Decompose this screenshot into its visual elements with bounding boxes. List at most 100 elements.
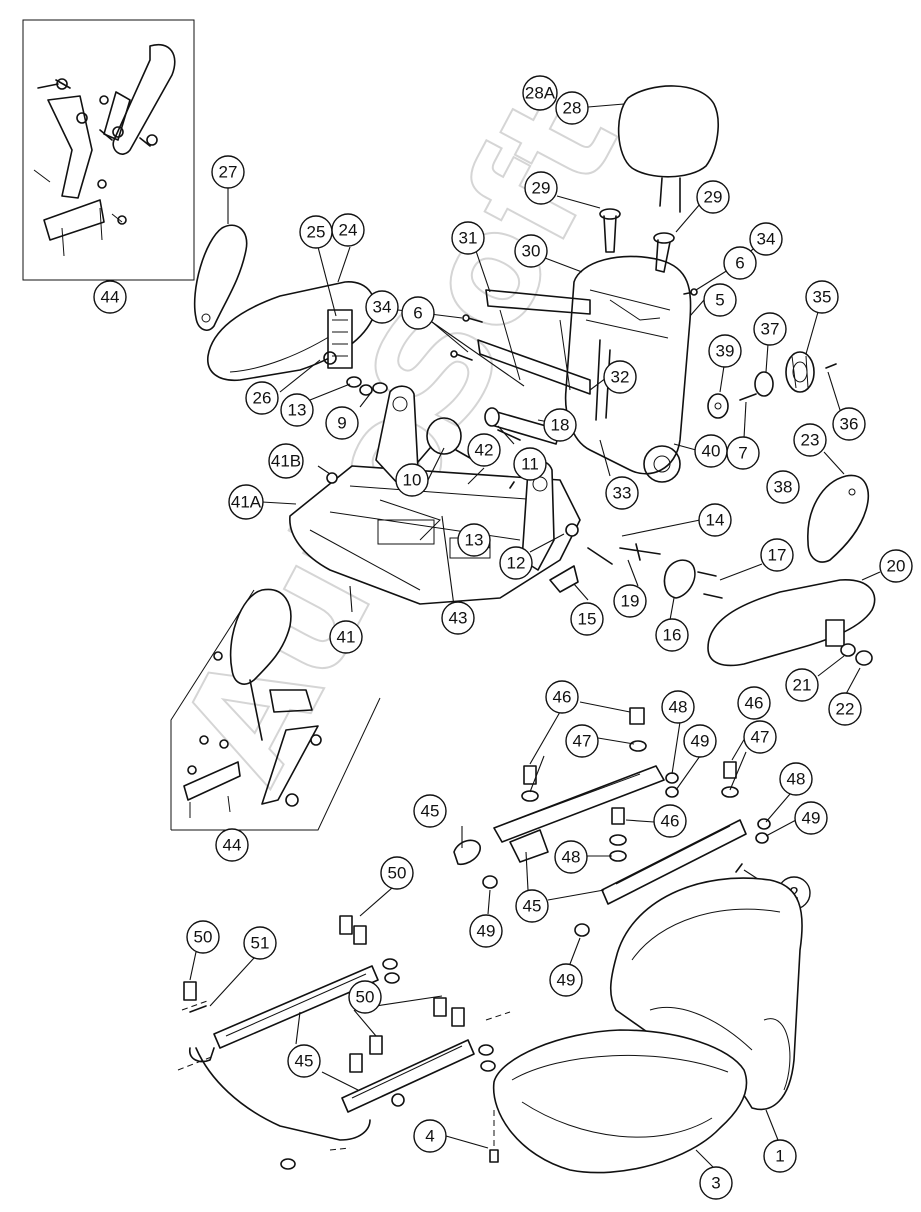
callout-30: 30 <box>514 234 548 268</box>
callout-label: 28 <box>563 99 582 118</box>
callout-label: 34 <box>373 298 392 317</box>
callout-50-top: 50 <box>380 856 414 890</box>
rail-bolts-washers <box>482 707 771 937</box>
callout-4: 4 <box>413 1119 447 1153</box>
callout-6-right: 6 <box>723 246 757 280</box>
callout-28: 28 <box>555 91 589 125</box>
callout-47-top: 47 <box>565 724 599 758</box>
callout-label: 47 <box>573 732 592 751</box>
callout-50-mid: 50 <box>348 980 382 1014</box>
callout-23: 23 <box>793 423 827 457</box>
left-armrest-bracket <box>323 309 353 369</box>
seat-cushion <box>492 1029 748 1174</box>
recline-nut <box>754 371 774 397</box>
callout-label: 41A <box>231 493 262 512</box>
callout-label: 50 <box>356 988 375 1007</box>
callout-label: 44 <box>101 288 120 307</box>
callout-43: 43 <box>441 601 475 635</box>
callout-44-inset-lower: 44 <box>215 828 249 862</box>
callout-18: 18 <box>543 408 577 442</box>
callout-label: 46 <box>661 812 680 831</box>
callout-label: 31 <box>459 229 478 248</box>
callout-45-mid: 45 <box>413 794 447 828</box>
callout-34-left: 34 <box>365 290 399 324</box>
callout-3: 3 <box>699 1166 733 1200</box>
callout-label: 42 <box>475 441 494 460</box>
callout-label: 11 <box>521 455 539 474</box>
callout-label: 25 <box>307 223 326 242</box>
callout-label: 27 <box>219 163 238 182</box>
callout-label: 48 <box>787 770 806 789</box>
callout-19: 19 <box>613 584 647 618</box>
callout-46-right: 46 <box>737 686 771 720</box>
seat-pan-left-pivot-plate <box>375 385 419 487</box>
callout-33: 33 <box>605 476 639 510</box>
callout-46-top: 46 <box>545 680 579 714</box>
callout-10: 10 <box>395 463 429 497</box>
callout-49-right: 49 <box>794 801 828 835</box>
callout-label: 9 <box>337 414 346 433</box>
callout-label: 3 <box>711 1174 720 1193</box>
upper-slide-rail-right <box>601 819 747 905</box>
callout-label: 16 <box>663 626 682 645</box>
callout-35: 35 <box>805 280 839 314</box>
callout-31: 31 <box>451 221 485 255</box>
callout-label: 7 <box>738 444 747 463</box>
callout-label: 37 <box>761 320 780 339</box>
callout-label: 23 <box>801 431 820 450</box>
callout-label: 43 <box>449 609 468 628</box>
callout-6-left: 6 <box>401 296 435 330</box>
callout-label: 39 <box>716 342 735 361</box>
callout-48-right: 48 <box>779 762 813 796</box>
callout-label: 47 <box>751 728 770 747</box>
upper-slide-rail-left <box>493 765 665 863</box>
callout-29-left: 29 <box>524 171 558 205</box>
right-armrest-cover <box>807 474 870 563</box>
callout-label: 40 <box>702 442 721 461</box>
callout-label: 24 <box>339 221 358 240</box>
callout-label: 30 <box>522 242 541 261</box>
callout-39: 39 <box>708 334 742 368</box>
backrest-side-bracket <box>477 289 591 395</box>
pivot-shaft <box>484 407 561 445</box>
lower-rail-bolts <box>183 915 496 1170</box>
lower-rail-frame <box>177 965 511 1151</box>
callout-label: 19 <box>621 592 640 611</box>
callout-label: 5 <box>715 291 724 310</box>
callout-11: 11 <box>513 447 547 481</box>
callout-label: 6 <box>413 304 422 323</box>
recline-cam <box>707 393 729 419</box>
callout-label: 14 <box>706 511 725 530</box>
callout-14: 14 <box>698 503 732 537</box>
callout-label: 18 <box>551 416 570 435</box>
callout-38: 38 <box>766 470 800 504</box>
callout-42: 42 <box>467 433 501 467</box>
callout-21: 21 <box>785 668 819 702</box>
callout-label: 21 <box>793 676 812 695</box>
callout-47-right: 47 <box>743 720 777 754</box>
callout-5: 5 <box>703 283 737 317</box>
inset-box-armrest-mount <box>22 19 195 281</box>
backrest-frame <box>564 255 692 483</box>
callout-label: 49 <box>477 922 496 941</box>
callout-9: 9 <box>325 406 359 440</box>
callout-46-mid: 46 <box>653 804 687 838</box>
callout-label: 13 <box>288 401 307 420</box>
cushion-screw <box>489 1110 499 1163</box>
callout-label: 12 <box>507 554 526 573</box>
callout-label: 36 <box>840 415 859 434</box>
callout-41a: 41A <box>228 484 264 520</box>
callout-label: 15 <box>578 610 597 629</box>
callout-37: 37 <box>753 312 787 346</box>
backrest-screws <box>450 288 698 361</box>
callout-12: 12 <box>499 546 533 580</box>
callout-50-left: 50 <box>186 920 220 954</box>
callout-29-right: 29 <box>696 180 730 214</box>
recline-knob <box>785 351 815 393</box>
callout-label: 49 <box>557 971 576 990</box>
adjust-lever <box>619 543 723 599</box>
washers-9 <box>346 376 388 396</box>
callout-44-inset-top: 44 <box>93 280 127 314</box>
callout-label: 17 <box>768 546 787 565</box>
